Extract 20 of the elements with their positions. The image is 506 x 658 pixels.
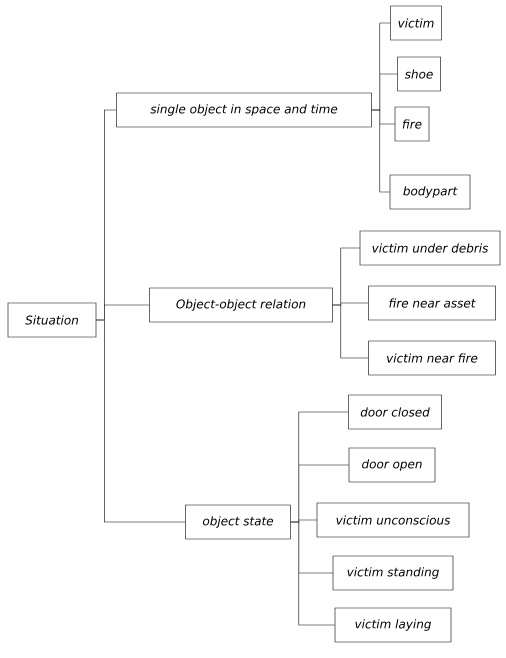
tree-connector — [372, 110, 390, 192]
category-box: victim — [390, 6, 442, 40]
tree-connector — [290, 522, 335, 626]
category-box: single object in space and time — [116, 92, 372, 128]
category-box: bodypart — [390, 174, 470, 210]
category-box: fire near asset — [368, 286, 496, 320]
category-box: victim unconscious — [316, 502, 470, 538]
category-box: victim standing — [332, 556, 454, 590]
category-box: shoe — [397, 56, 441, 92]
category-box: victim laying — [334, 608, 452, 642]
category-box: Object-object relation — [149, 288, 333, 322]
category-box: Situation — [8, 302, 96, 338]
category-box: victim under debris — [360, 230, 500, 266]
tree-connector — [332, 304, 368, 358]
tree-connector — [96, 320, 186, 522]
category-box: victim near fire — [368, 340, 496, 376]
category-box: fire — [394, 106, 430, 142]
category-box: door closed — [348, 394, 442, 430]
category-box: object state — [185, 504, 291, 540]
category-box: door open — [348, 448, 436, 482]
